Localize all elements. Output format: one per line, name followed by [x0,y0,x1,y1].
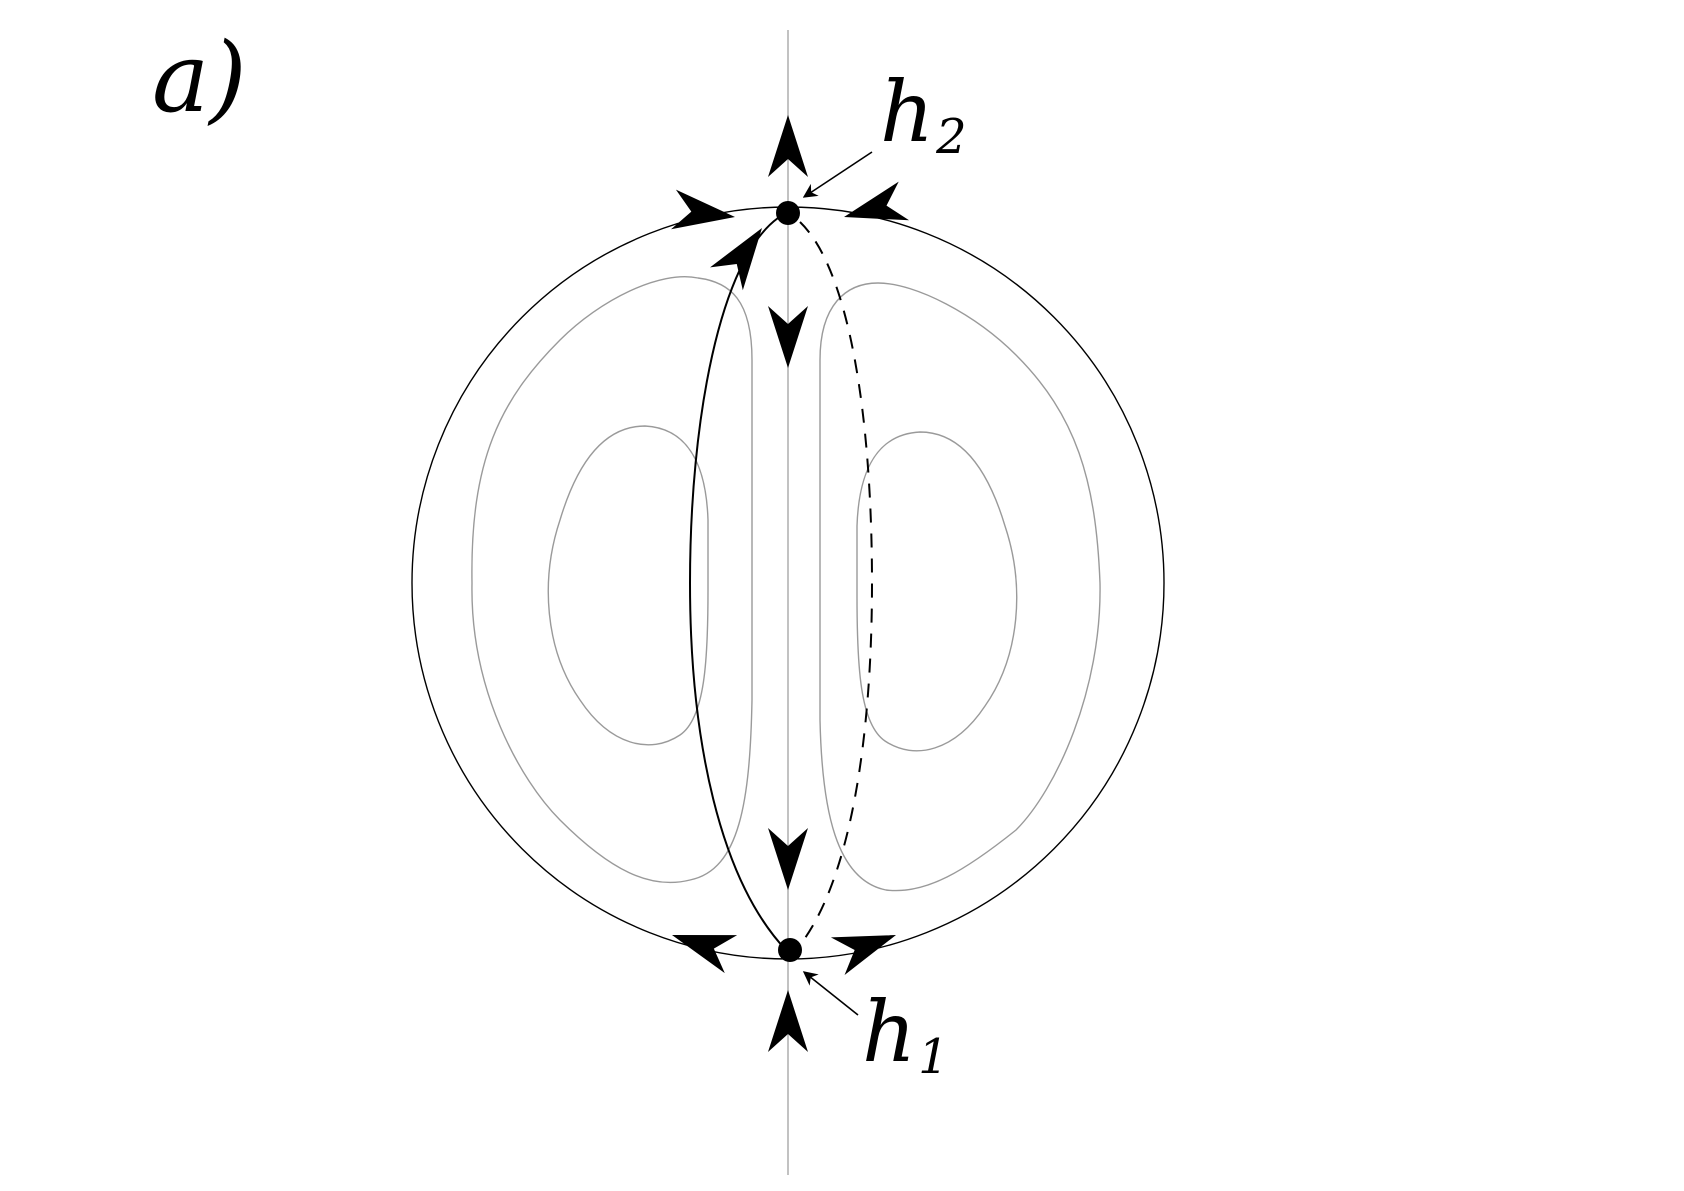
arrowhead-axis-up-bottom [768,990,808,1052]
right-inner-orbit [856,431,1018,752]
arrowhead-circle-bottom-left [672,935,738,974]
arrowhead-circle-top-right [844,181,910,221]
arrowhead-axis-up-top [768,115,808,177]
point-label-letter: h [862,983,917,1081]
arrowhead-circle-bottom-right [830,935,896,975]
arrowhead-front-meridian [710,228,762,291]
point-label-letter: h [880,63,935,161]
front-meridian [688,217,787,951]
flow-arrowheads [671,115,910,1052]
back-meridian-dashed [799,221,874,946]
left-outer-orbit [471,276,753,884]
equilibrium-point-h1 [778,938,802,962]
arrowhead-axis-down-lower [768,828,808,890]
arrowhead-axis-down-upper [768,306,808,368]
point-label-index: 1 [918,1029,949,1085]
arrowhead-circle-top-left [671,189,735,230]
pointer-arrow-h2 [802,151,873,198]
point-label-h1: h1 [862,990,949,1081]
pointer-arrow-h1 [802,971,859,1016]
equilibrium-point-h2 [776,201,800,225]
panel-label: a) [152,22,247,134]
point-label-index: 2 [936,109,967,165]
left-inner-orbit [547,425,709,746]
right-outer-orbit [819,282,1101,892]
point-label-h2: h2 [880,70,967,161]
